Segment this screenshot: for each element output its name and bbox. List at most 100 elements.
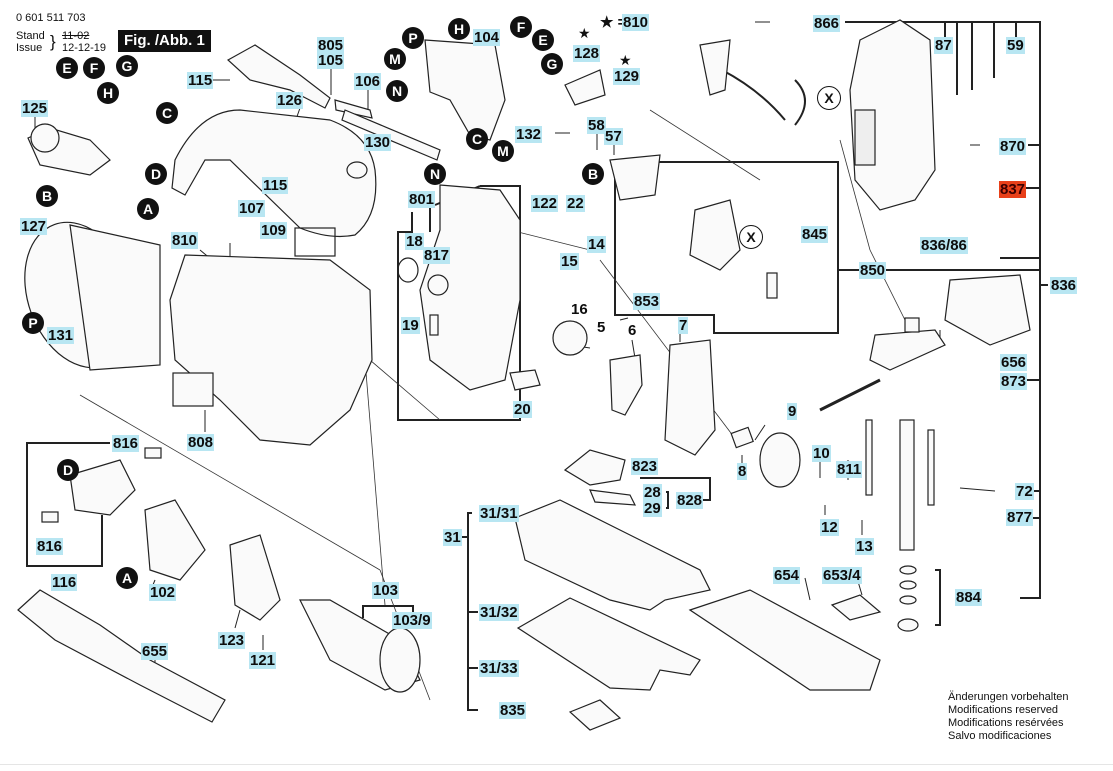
connector-b-icon: B xyxy=(36,185,58,207)
part-label-9[interactable]: 9 xyxy=(787,403,798,420)
part-label-810[interactable]: 810 xyxy=(171,232,199,249)
reference-x-icon: X xyxy=(817,86,841,110)
part-label-653-4[interactable]: 653/4 xyxy=(822,567,862,584)
part-label-102[interactable]: 102 xyxy=(149,584,177,601)
part-label-877[interactable]: 877 xyxy=(1006,509,1034,526)
part-label-850[interactable]: 850 xyxy=(859,262,887,279)
part-label-87[interactable]: 87 xyxy=(934,37,953,54)
connector-c-icon: C xyxy=(466,128,488,150)
part-label-126[interactable]: 126 xyxy=(276,92,304,109)
part-label-31-33[interactable]: 31/33 xyxy=(479,660,519,677)
part-label-656[interactable]: 656 xyxy=(1000,354,1028,371)
part-label-105[interactable]: 105 xyxy=(317,52,345,69)
part-label-31-31[interactable]: 31/31 xyxy=(479,505,519,522)
part-label-122[interactable]: 122 xyxy=(531,195,559,212)
part-label-873[interactable]: 873 xyxy=(1000,373,1028,390)
part-label-116[interactable]: 116 xyxy=(51,574,78,591)
part-label-817[interactable]: 817 xyxy=(423,247,451,264)
part-label-72[interactable]: 72 xyxy=(1015,483,1034,500)
connector-n-icon: N xyxy=(386,80,408,102)
connector-m-icon: M xyxy=(384,48,406,70)
part-label-58[interactable]: 58 xyxy=(587,117,606,134)
part-label-132[interactable]: 132 xyxy=(515,126,543,143)
part-label-123[interactable]: 123 xyxy=(218,632,246,649)
part-label-19[interactable]: 19 xyxy=(401,317,420,334)
part-label-130[interactable]: 130 xyxy=(364,134,392,151)
issue-label: Issue xyxy=(16,42,43,54)
connector-b-icon: B xyxy=(582,163,604,185)
part-label-131[interactable]: 131 xyxy=(47,327,75,344)
part-label-811[interactable]: 811 xyxy=(836,461,863,478)
part-label-104[interactable]: 104 xyxy=(473,29,501,46)
note-line: Änderungen vorbehalten xyxy=(948,691,1069,703)
part-label-31[interactable]: 31 xyxy=(443,529,462,546)
connector-f-icon: F xyxy=(510,16,532,38)
part-label-884[interactable]: 884 xyxy=(955,589,983,606)
part-label-823[interactable]: 823 xyxy=(631,458,659,475)
part-label-128[interactable]: 128 xyxy=(573,45,601,62)
connector-e-icon: E xyxy=(56,57,78,79)
part-label-12[interactable]: 12 xyxy=(820,519,839,536)
part-label-5[interactable]: 5 xyxy=(597,319,606,336)
part-label-15[interactable]: 15 xyxy=(560,253,579,270)
stand-date: 11-02 xyxy=(62,30,90,42)
part-label-828[interactable]: 828 xyxy=(676,492,704,509)
part-label-14[interactable]: 14 xyxy=(587,236,606,253)
part-label-6[interactable]: 6 xyxy=(628,322,637,339)
part-label-107[interactable]: 107 xyxy=(238,200,266,217)
brace: } xyxy=(50,32,56,51)
part-label-805[interactable]: 805 xyxy=(317,37,345,54)
part-label-18[interactable]: 18 xyxy=(405,233,424,250)
part-label-125[interactable]: 125 xyxy=(21,100,49,117)
part-label-853[interactable]: 853 xyxy=(633,293,661,310)
part-label-866[interactable]: 866 xyxy=(813,15,841,32)
part-label-115[interactable]: 115 xyxy=(187,72,214,89)
part-label-20[interactable]: 20 xyxy=(513,401,532,418)
bottom-divider xyxy=(0,764,1113,765)
part-label-127[interactable]: 127 xyxy=(20,218,48,235)
part-label-129[interactable]: 129 xyxy=(613,68,641,85)
part-label-22[interactable]: 22 xyxy=(566,195,585,212)
part-label-28[interactable]: 28 xyxy=(643,484,662,501)
star-icon: ★ xyxy=(578,25,591,41)
part-label-801[interactable]: 801 xyxy=(408,191,436,208)
part-label-870[interactable]: 870 xyxy=(999,138,1027,155)
note-line: Modifications reserved xyxy=(948,704,1059,716)
part-number: 0 601 511 703 xyxy=(16,12,86,24)
part-label-57[interactable]: 57 xyxy=(604,128,623,145)
part-label-837-highlighted[interactable]: 837 xyxy=(999,181,1027,198)
part-label-16[interactable]: 16 xyxy=(571,301,588,318)
part-label-8[interactable]: 8 xyxy=(737,463,748,480)
connector-p-icon: P xyxy=(402,27,424,49)
part-label-10[interactable]: 10 xyxy=(812,445,831,462)
part-label-7[interactable]: 7 xyxy=(678,317,689,334)
stand-label: Stand xyxy=(16,30,45,42)
part-label-845[interactable]: 845 xyxy=(801,226,829,243)
part-label-654[interactable]: 654 xyxy=(773,567,801,584)
part-label-106[interactable]: 106 xyxy=(354,73,382,90)
part-label-836[interactable]: 836 xyxy=(1050,277,1078,294)
figure-title: Fig. /Abb. 1 xyxy=(118,30,211,52)
part-label-115b[interactable]: 115 xyxy=(262,177,289,194)
part-label-31-32[interactable]: 31/32 xyxy=(479,604,519,621)
part-label-655[interactable]: 655 xyxy=(141,643,169,660)
part-label-59[interactable]: 59 xyxy=(1006,37,1025,54)
part-label-103-9[interactable]: 103/9 xyxy=(392,612,432,629)
part-label-816[interactable]: 816 xyxy=(36,538,64,555)
part-label-816[interactable]: 816 xyxy=(112,435,140,452)
part-label-808[interactable]: 808 xyxy=(187,434,215,451)
part-label-835[interactable]: 835 xyxy=(499,702,527,719)
label-810-star: 810 xyxy=(622,14,650,31)
part-label-103[interactable]: 103 xyxy=(372,582,400,599)
part-label-13[interactable]: 13 xyxy=(855,538,874,555)
connector-d-icon: D xyxy=(145,163,167,185)
part-label-121[interactable]: 121 xyxy=(249,652,277,669)
connector-n-icon: N xyxy=(424,163,446,185)
connector-p-icon: P xyxy=(22,312,44,334)
part-label-109[interactable]: 109 xyxy=(260,222,288,239)
connector-e-icon: E xyxy=(532,29,554,51)
connector-g-icon: G xyxy=(116,55,138,77)
part-label-836-86[interactable]: 836/86 xyxy=(920,237,968,254)
part-label-29[interactable]: 29 xyxy=(643,500,662,517)
